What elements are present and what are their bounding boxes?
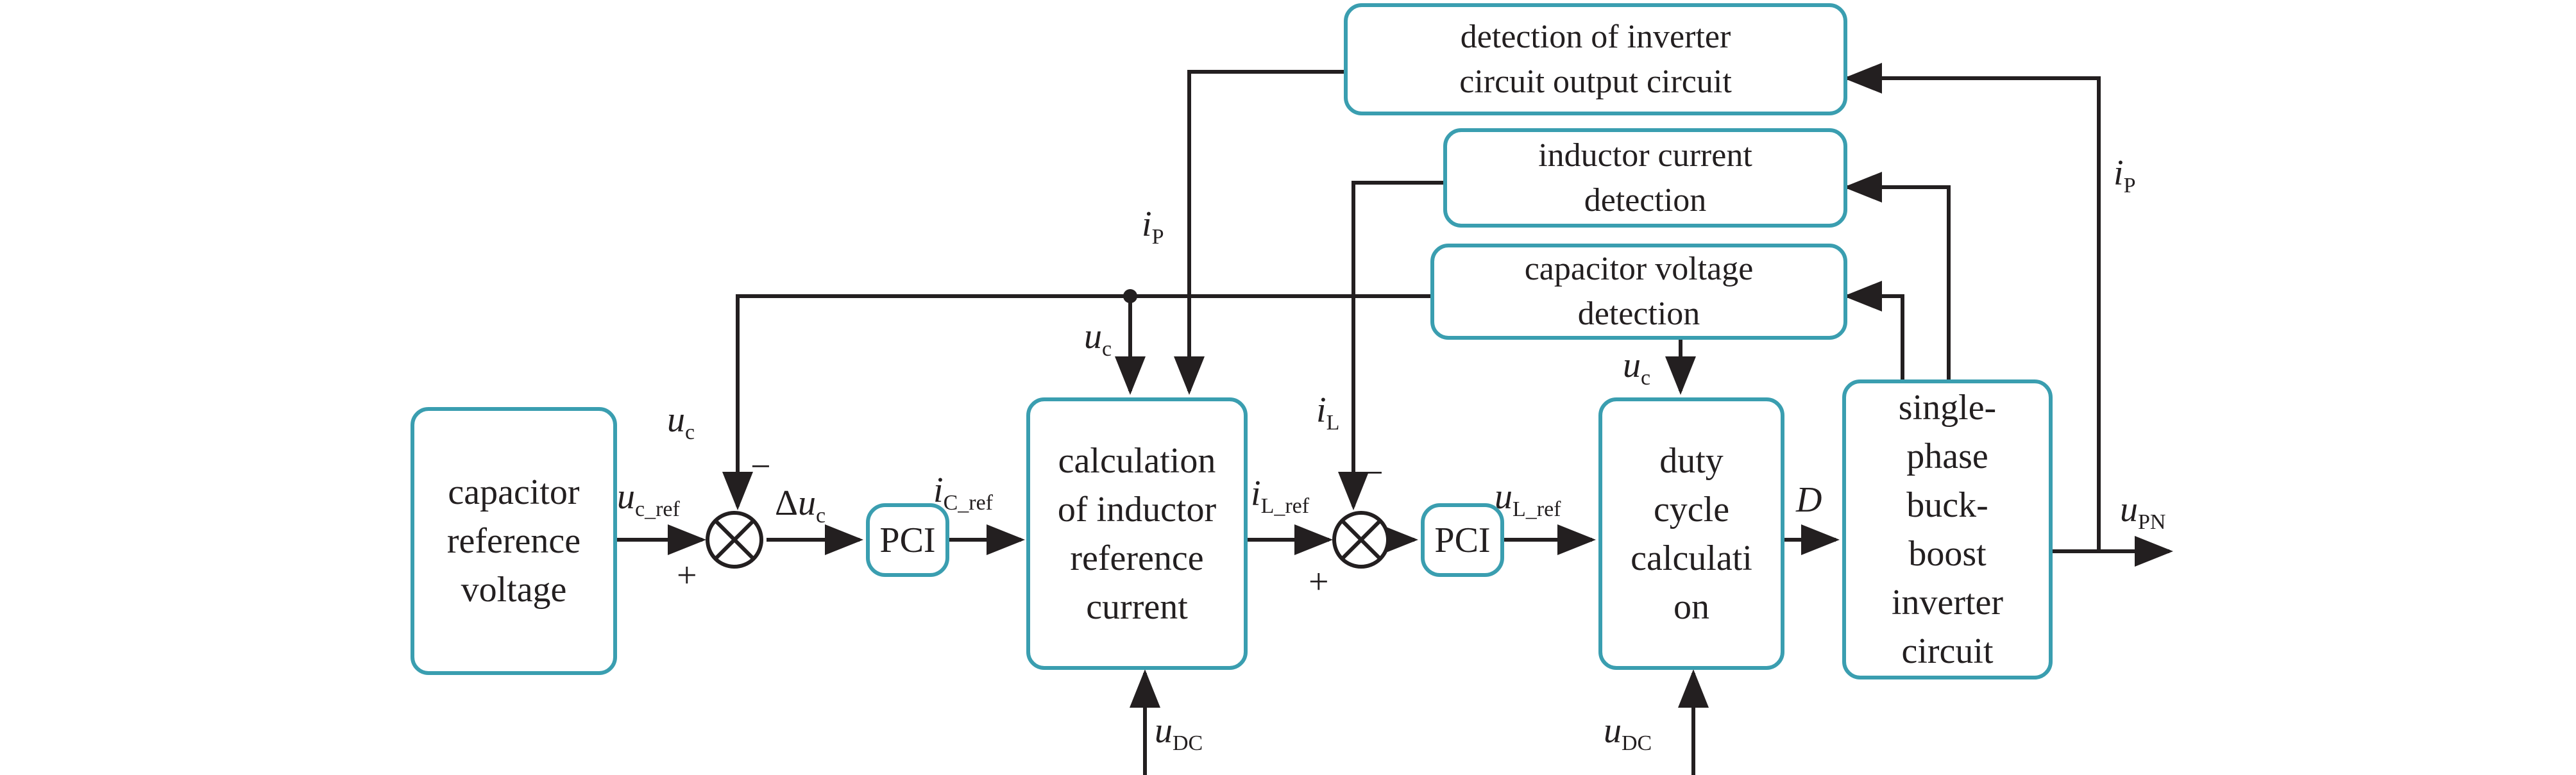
summing-junction-2 xyxy=(1332,511,1390,569)
capacitor-voltage-detection-block: capacitor voltage detection xyxy=(1430,244,1847,340)
inductor-current-detection-block: inductor current detection xyxy=(1443,128,1847,228)
calculation-inductor-reference-label: calculation of inductor reference curren… xyxy=(1057,440,1217,627)
label-uc-summer1: uc xyxy=(667,400,695,444)
inductor-current-detection-label: inductor current detection xyxy=(1538,137,1752,219)
minus-sign-2: − xyxy=(1363,453,1384,493)
duty-cycle-calculation-block: duty cycle calculati on xyxy=(1598,397,1784,670)
line-il xyxy=(1338,181,1443,510)
line-ip-feedback xyxy=(1843,63,2101,551)
label-ip-feedback: iP xyxy=(2114,153,2136,197)
line-inv-to-ind xyxy=(1843,172,1951,379)
label-udc-2: uDC xyxy=(1604,711,1652,755)
plus-sign-1: + xyxy=(677,556,697,596)
label-D: D xyxy=(1796,480,1822,520)
label-ip-calc: iP xyxy=(1142,204,1164,249)
label-uc-duty: uc xyxy=(1623,346,1651,390)
label-delta-uc: Δuc xyxy=(775,483,826,528)
label-ul-ref: uL_ref xyxy=(1495,477,1561,521)
pci-label-2: PCI xyxy=(1434,520,1491,560)
pci-label-1: PCI xyxy=(879,520,936,560)
label-udc-1: uDC xyxy=(1155,711,1203,755)
capacitor-voltage-detection-label: capacitor voltage detection xyxy=(1524,251,1754,332)
line-ip-calc xyxy=(1174,70,1344,395)
label-upn: uPN xyxy=(2120,490,2166,534)
output-detection-label: detection of inverter circuit output cir… xyxy=(1459,18,1732,100)
line-inv-to-cap xyxy=(1843,281,1904,379)
plus-sign-2: + xyxy=(1309,562,1329,602)
label-il: iL xyxy=(1316,390,1340,435)
label-uc-calc: uc xyxy=(1084,317,1112,361)
line-uc-main xyxy=(722,294,1430,510)
capacitor-reference-voltage-block: capacitor reference voltage xyxy=(411,407,617,675)
duty-cycle-calculation-label: duty cycle calculati on xyxy=(1631,440,1752,627)
capacitor-reference-voltage-label: capacitor reference voltage xyxy=(446,472,581,610)
output-detection-block: detection of inverter circuit output cir… xyxy=(1344,3,1847,115)
calculation-inductor-reference-block: calculation of inductor reference curren… xyxy=(1026,397,1248,670)
junction-dot xyxy=(1123,289,1137,303)
label-uc-ref: uc_ref xyxy=(617,477,680,521)
inverter-circuit-block: single- phase buck- boost inverter circu… xyxy=(1842,379,2053,679)
label-il-ref: iL_ref xyxy=(1251,474,1310,518)
pci-block-2: PCI xyxy=(1421,503,1504,577)
minus-sign-1: − xyxy=(750,447,771,487)
summing-junction-1 xyxy=(706,511,763,569)
label-ic-ref: iC_ref xyxy=(933,471,993,515)
inverter-circuit-label: single- phase buck- boost inverter circu… xyxy=(1891,388,2004,671)
pci-block-1: PCI xyxy=(866,503,949,577)
